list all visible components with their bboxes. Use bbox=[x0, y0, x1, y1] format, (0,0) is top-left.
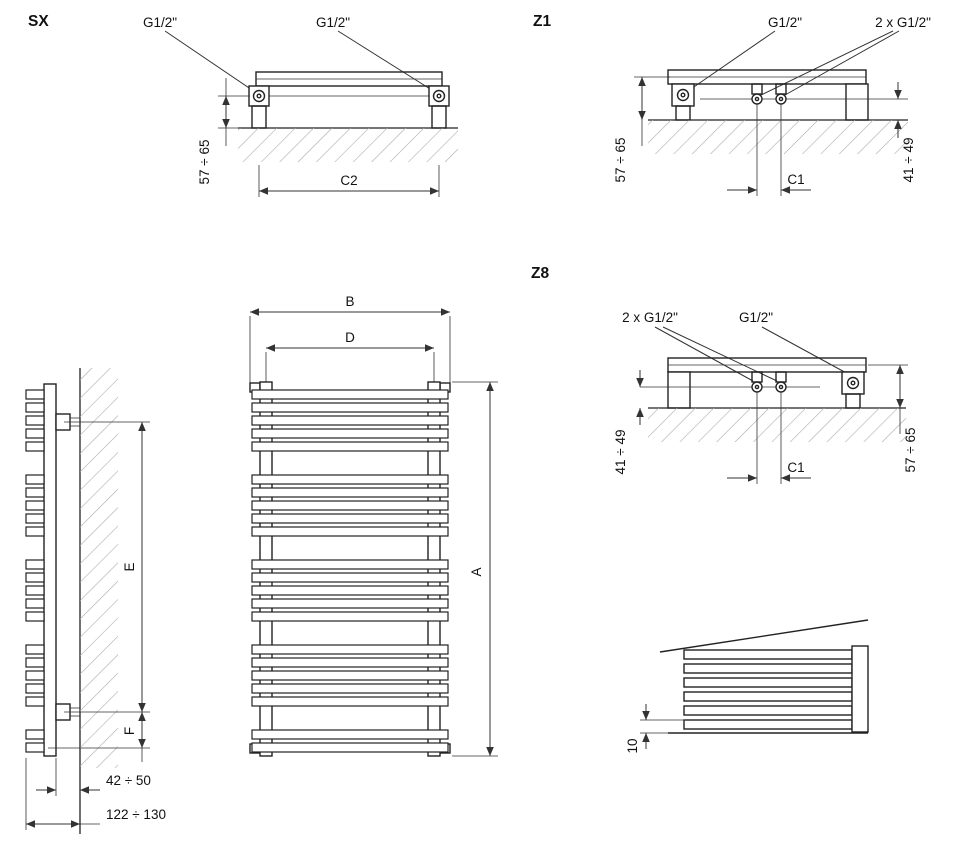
front-dim-b: B bbox=[249, 294, 451, 384]
detail-collector-tube bbox=[851, 645, 869, 733]
detail-offset-text: 10 bbox=[625, 738, 640, 753]
side-dim-depth-max: 122 ÷ 130 bbox=[25, 758, 166, 830]
side-dim-e: E bbox=[64, 421, 150, 713]
z8-port-label: G1/2" bbox=[739, 310, 773, 325]
sx-left-wall-foot bbox=[251, 105, 267, 129]
view-front: B D A bbox=[249, 294, 498, 757]
side-collector-tube bbox=[43, 383, 57, 757]
side-bracket-span-text: E bbox=[122, 562, 137, 571]
z8-wall-distance-text: 57 ÷ 65 bbox=[903, 428, 918, 473]
z1-dim-center-depth: 41 ÷ 49 bbox=[894, 82, 916, 183]
side-bracket-bottom-text: F bbox=[122, 727, 137, 735]
z1-label: Z1 bbox=[533, 13, 551, 30]
wall-hatch bbox=[648, 120, 908, 154]
z8-dim-center-depth: 41 ÷ 49 bbox=[613, 370, 644, 475]
front-width-overall-text: B bbox=[345, 294, 354, 309]
sx-left-valve-body bbox=[248, 85, 270, 107]
front-dim-a: A bbox=[452, 381, 498, 757]
sx-left-port-circle bbox=[252, 89, 266, 103]
sx-dim-c2: C2 bbox=[258, 165, 440, 197]
z1-left-wall-foot bbox=[675, 105, 691, 121]
sx-right-port-circle bbox=[432, 89, 446, 103]
front-dim-d: D bbox=[265, 330, 435, 384]
side-rung-stubs bbox=[25, 389, 45, 753]
sx-label: SX bbox=[28, 13, 49, 30]
wall-hatch bbox=[238, 128, 458, 162]
z8-label: Z8 bbox=[531, 265, 549, 282]
z1-radiator-top-view bbox=[667, 69, 908, 121]
front-radiator bbox=[249, 381, 451, 757]
wall-hatch bbox=[80, 368, 118, 768]
view-z1: Z1 G1/2" 2 x G1/2" bbox=[533, 13, 931, 196]
z1-center-port-1 bbox=[751, 93, 763, 105]
sx-port-left-label: G1/2" bbox=[143, 15, 177, 30]
side-depth-min-text: 42 ÷ 50 bbox=[106, 773, 151, 788]
z1-dim-wall-distance: 57 ÷ 65 bbox=[613, 76, 670, 183]
detail-section-line bbox=[659, 619, 869, 653]
sx-port-right-label: G1/2" bbox=[316, 15, 350, 30]
z1-left-port-circle bbox=[676, 88, 690, 102]
z8-left-block bbox=[667, 371, 691, 409]
z8-wall bbox=[648, 407, 906, 442]
view-side: E F 42 ÷ 50 122 ÷ 130 bbox=[25, 368, 166, 834]
side-depth-max-text: 122 ÷ 130 bbox=[106, 807, 166, 822]
side-wall bbox=[79, 368, 118, 834]
z1-center-ports-label: 2 x G1/2" bbox=[875, 15, 931, 30]
detail-dim-offset: 10 bbox=[625, 704, 686, 754]
z8-center-depth-text: 41 ÷ 49 bbox=[613, 430, 628, 475]
z1-wall bbox=[648, 119, 908, 154]
z1-spacing-text: C1 bbox=[787, 172, 804, 187]
z8-center-ports-label: 2 x G1/2" bbox=[622, 310, 678, 325]
z8-center-port-2 bbox=[775, 381, 787, 393]
view-sx: SX G1/2" G1/2" bbox=[28, 13, 458, 197]
detail-rungs bbox=[683, 649, 853, 730]
front-height-text: A bbox=[469, 567, 484, 576]
front-rungs bbox=[251, 389, 449, 753]
z8-center-port-1 bbox=[751, 381, 763, 393]
z8-right-valve-body bbox=[841, 371, 865, 395]
side-dim-f: F bbox=[48, 712, 150, 762]
side-radiator bbox=[25, 383, 80, 757]
front-width-axes-text: D bbox=[345, 330, 355, 345]
z1-wall-distance-text: 57 ÷ 65 bbox=[613, 138, 628, 183]
view-z8: Z8 2 x G1/2" G1/2" bbox=[531, 265, 918, 484]
sx-right-valve-body bbox=[428, 85, 450, 107]
sx-wall-distance-text: 57 ÷ 65 bbox=[197, 140, 212, 185]
sx-leader-lines bbox=[164, 30, 436, 93]
sx-wall bbox=[238, 127, 458, 162]
z1-right-block bbox=[845, 83, 869, 121]
z1-left-valve-body bbox=[671, 83, 695, 107]
sx-dim-wall-distance: 57 ÷ 65 bbox=[197, 78, 250, 184]
sx-radiator-top-view bbox=[248, 71, 450, 129]
z1-port-label: G1/2" bbox=[768, 15, 802, 30]
z1-center-depth-text: 41 ÷ 49 bbox=[901, 138, 916, 183]
z1-center-port-2 bbox=[775, 93, 787, 105]
z8-right-port-circle bbox=[846, 376, 860, 390]
z1-dim-c1: C1 bbox=[727, 104, 811, 196]
z8-dim-wall-distance: 57 ÷ 65 bbox=[868, 364, 918, 473]
z8-dim-c1: C1 bbox=[727, 392, 811, 484]
sx-span-text: C2 bbox=[340, 173, 357, 188]
z8-right-wall-foot bbox=[845, 393, 861, 409]
z8-spacing-text: C1 bbox=[787, 460, 804, 475]
sx-right-wall-foot bbox=[431, 105, 447, 129]
side-dim-depth-min: 42 ÷ 50 bbox=[36, 758, 151, 796]
view-bottom-detail: 10 bbox=[625, 619, 869, 754]
wall-hatch bbox=[648, 408, 906, 442]
z8-radiator-top-view bbox=[640, 357, 867, 409]
